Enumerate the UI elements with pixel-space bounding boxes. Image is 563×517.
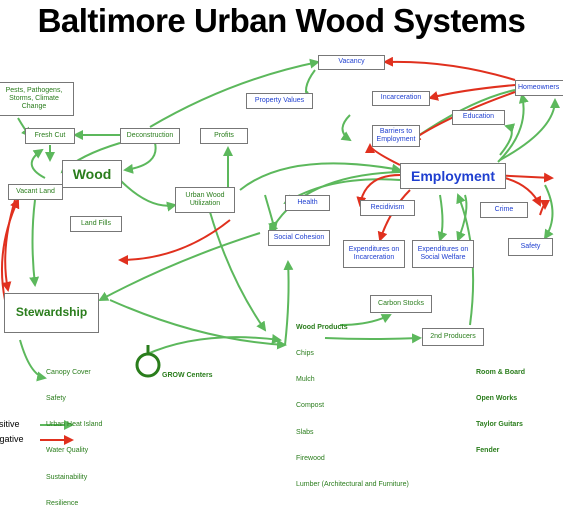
legend-negative-label: Negative (0, 434, 24, 444)
node-profits: Profits (200, 128, 248, 144)
node-employment: Employment (400, 163, 506, 189)
outcome-item: Water Quality (46, 447, 89, 455)
node-education: Education (452, 110, 505, 125)
node-urban-wood: Urban Wood Utilization (175, 187, 235, 213)
node-crime: Crime (480, 202, 528, 218)
wood-products-heading: Wood Products (296, 323, 348, 331)
producers-list: Room & Board Open Works Taylor Guitars F… (476, 351, 525, 465)
wood-product-item: Mulch (296, 376, 315, 383)
node-deconstruction: Deconstruction (120, 128, 180, 144)
legend-positive-label: Positive (0, 419, 20, 429)
node-exp-welfare: Expenditures on Social Welfare (412, 240, 474, 268)
node-carbon-stocks: Carbon Stocks (370, 295, 432, 313)
node-second-producers: 2nd Producers (422, 328, 484, 346)
stewardship-outcomes-list: Canopy Cover Safety Urban Heat Island Wa… (46, 351, 102, 517)
wood-product-item: Chips (296, 349, 314, 357)
outcome-item: Sustainability (46, 473, 88, 481)
connection-arrows (1, 56, 560, 445)
node-pests: Pests, Pathogens, Storms, Climate Change (0, 82, 74, 116)
node-stewardship: Stewardship (4, 293, 99, 333)
node-exp-incarceration: Expenditures on Incarceration (343, 240, 405, 268)
producer-item: Room & Board (476, 368, 525, 376)
outcome-item: Canopy Cover (46, 368, 91, 376)
node-homeowners: Homeowners (515, 80, 563, 96)
page-title: Baltimore Urban Wood Systems (37, 2, 526, 39)
grow-centers-label: GROW Centers (162, 372, 213, 379)
node-vacant-land: Vacant Land (8, 184, 63, 200)
wood-product-item: Slabs (296, 428, 314, 436)
producer-item: Open Works (476, 394, 518, 402)
node-land-fills: Land Fills (70, 216, 122, 232)
producer-item: Taylor Guitars (476, 421, 523, 428)
wood-product-item: Compost (296, 402, 325, 410)
wood-products-list: Wood Products Chips Mulch Compost Slabs … (296, 306, 409, 499)
wood-product-item: Lumber (Architectural and Furniture) (296, 481, 409, 488)
node-barriers: Barriers to Employment (372, 125, 420, 147)
node-safety: Safety (508, 238, 553, 256)
node-wood: Wood (62, 160, 122, 188)
node-incarceration: Incarceration (372, 91, 430, 106)
outcome-item: Safety (46, 394, 66, 402)
node-property-values: Property Values (246, 93, 313, 109)
node-fresh-cut: Fresh Cut (25, 128, 75, 144)
node-recidivism: Recidivism (360, 200, 415, 216)
outcome-item: Urban Heat Island (46, 421, 103, 428)
producer-item: Fender (476, 447, 500, 455)
node-vacancy: Vacancy (318, 55, 385, 70)
wood-product-item: Firewood (296, 454, 325, 462)
node-social-cohesion: Social Cohesion (268, 230, 330, 246)
outcome-item: Resilience (46, 499, 79, 507)
node-health: Health (285, 195, 330, 211)
